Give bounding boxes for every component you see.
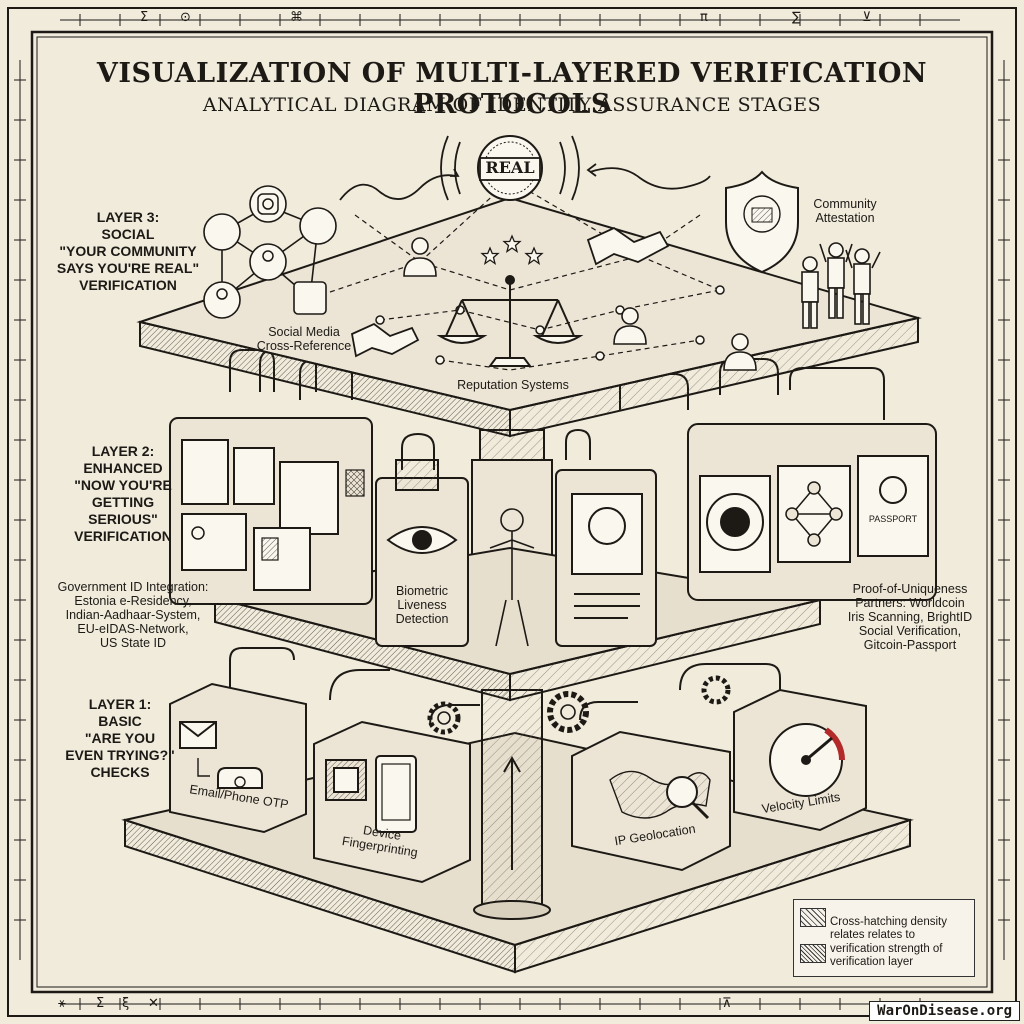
government-id-box — [169, 417, 373, 605]
border-glyph-bottom-1: ⚹ — [58, 996, 66, 1011]
passport-text: PASSPORT — [868, 514, 918, 524]
border-glyph-bottom-3: ξ — [122, 996, 130, 1011]
layer3-platform — [136, 196, 922, 438]
community-label: Community Attestation — [813, 197, 877, 225]
border-glyph-bottom-5: ⊼ — [722, 996, 732, 1011]
layer3-label: LAYER 3: SOCIAL "YOUR COMMUNITY SAYS YOU… — [56, 209, 200, 293]
legend-swatch-light — [800, 908, 826, 927]
biometric-label: Biometric Liveness Detection — [395, 584, 449, 626]
person-icons — [403, 237, 757, 371]
shield-icon — [725, 170, 799, 274]
government-id-label: Government ID Integration: Estonia e-Res… — [57, 580, 209, 650]
page-frame — [7, 7, 1017, 1017]
border-glyph-top-6: ⊻ — [862, 10, 872, 25]
face-document-box — [555, 428, 657, 647]
social-media-label: Social Media Cross-Reference — [256, 325, 352, 353]
border-glyph-top-4: π — [700, 10, 708, 25]
flow-arrows — [339, 163, 711, 201]
border-glyph-top-2: ⊙ — [180, 10, 191, 25]
border-glyph-bottom-2: Σ — [96, 996, 105, 1011]
uniqueness-label: Proof-of-Uniqueness Partners: Worldcoin … — [847, 582, 973, 652]
page-title: VISUALIZATION OF MULTI-LAYERED VERIFICAT… — [96, 58, 928, 120]
community-people — [801, 242, 881, 329]
body-scanner-column — [489, 508, 535, 647]
page-subtitle: ANALYTICAL DIAGRAM OF IDENTITY ASSURANCE… — [202, 94, 822, 116]
layer1-label: LAYER 1: BASIC "ARE YOU EVEN TRYING?" CH… — [65, 696, 175, 780]
uniqueness-box — [687, 423, 937, 601]
watermark: WarOnDisease.org — [869, 1001, 1020, 1021]
star-icons — [480, 234, 544, 266]
border-glyph-top-5: ∑ — [792, 10, 801, 25]
legend-swatch-dense — [800, 944, 826, 963]
geolocation-box — [571, 730, 731, 872]
legend-box: Cross-hatching density relates relates t… — [793, 899, 975, 977]
layer2-label: LAYER 2: ENHANCED "NOW YOU'RE GETTING SE… — [74, 443, 172, 544]
border-glyph-top-3: ⌘ — [290, 10, 303, 25]
handshake-icons — [350, 226, 670, 358]
border-glyph-bottom-4: ✕ — [148, 996, 159, 1011]
velocity-box — [733, 688, 867, 832]
real-badge-text: REAL — [485, 158, 535, 177]
gear-icons — [427, 675, 731, 735]
real-badge — [440, 135, 580, 201]
biometric-box — [375, 432, 469, 647]
scales-icon — [436, 275, 584, 367]
device-box — [313, 720, 471, 884]
reputation-label: Reputation Systems — [457, 378, 569, 392]
border-glyph-top-1: Σ — [140, 10, 149, 25]
legend-text: Cross-hatching density relates relates t… — [830, 915, 947, 969]
otp-box — [169, 682, 307, 834]
social-network-cluster — [203, 185, 337, 319]
